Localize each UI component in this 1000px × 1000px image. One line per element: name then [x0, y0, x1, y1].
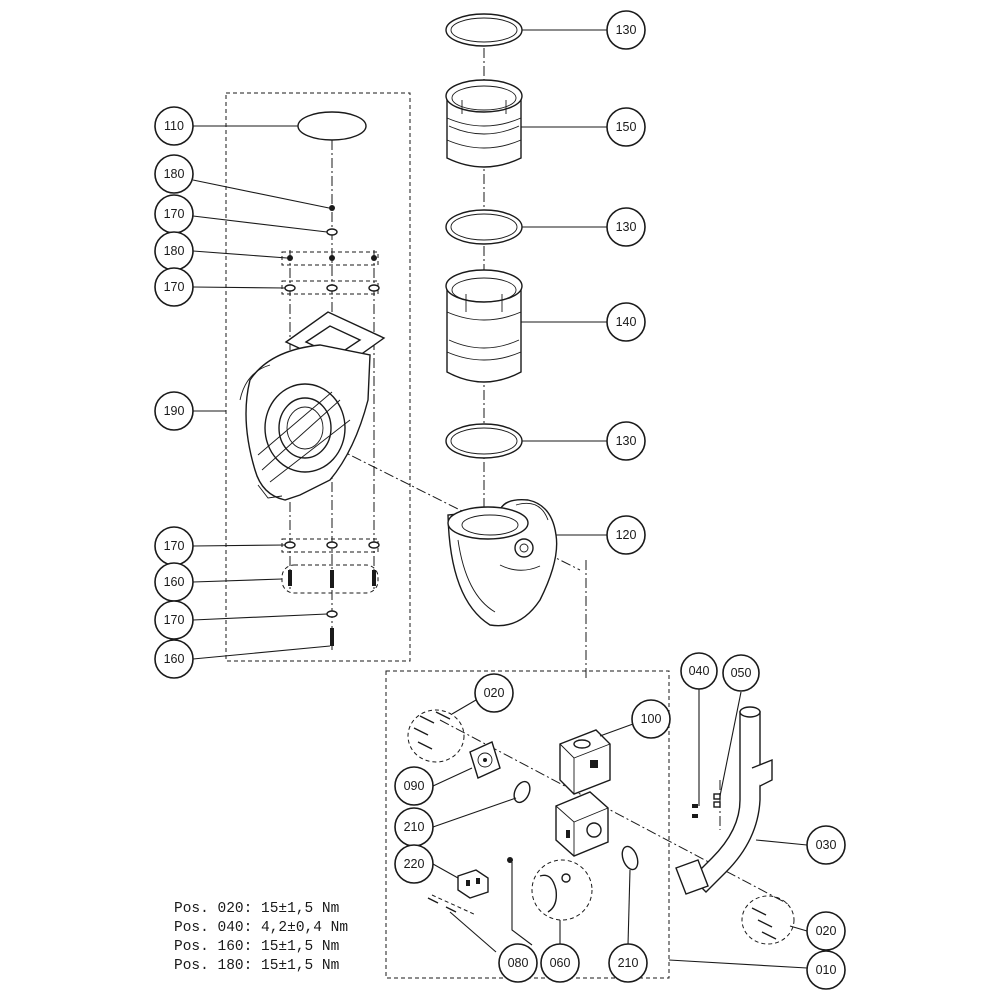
svg-text:010: 010 [816, 963, 837, 977]
svg-text:170: 170 [164, 280, 185, 294]
svg-text:170: 170 [164, 539, 185, 553]
svg-text:130: 130 [616, 220, 637, 234]
torque-spec-table: Pos. 020: 15±1,5 Nm Pos. 040: 4,2±0,4 Nm… [174, 901, 348, 974]
hardware-bottom-single [326, 610, 338, 646]
callout-170-top: 170 [154, 194, 194, 234]
hardware-upper-rows [281, 251, 380, 295]
svg-text:160: 160 [164, 652, 185, 666]
svg-text:210: 210 [618, 956, 639, 970]
svg-text:020: 020 [816, 924, 837, 938]
fan-assembly-group-box [225, 92, 411, 662]
callout-170-row-upper: 170 [154, 267, 194, 307]
hardware-lower-rows [281, 538, 380, 594]
callout-170-row-lower: 170 [154, 526, 194, 566]
flange-plate-090 [469, 741, 501, 779]
svg-text:140: 140 [616, 315, 637, 329]
svg-text:120: 120 [616, 528, 637, 542]
callout-010: 010 [806, 950, 846, 990]
callout-190: 190 [154, 391, 194, 431]
svg-text:160: 160 [164, 575, 185, 589]
o-ring-110 [297, 111, 367, 141]
torque-row-040: Pos. 040: 4,2±0,4 Nm [174, 920, 348, 936]
svg-text:030: 030 [816, 838, 837, 852]
callout-120: 120 [606, 515, 646, 555]
seal-ring-top [445, 13, 523, 47]
svg-text:170: 170 [164, 613, 185, 627]
control-box-100 [559, 729, 611, 795]
torque-row-160: Pos. 160: 15±1,5 Nm [174, 939, 339, 955]
seal-ring-middle [445, 209, 523, 245]
torque-row-020: Pos. 020: 15±1,5 Nm [174, 901, 339, 917]
seal-ring-lower [445, 423, 523, 459]
callout-020-right: 020 [806, 911, 846, 951]
callout-180-row: 180 [154, 231, 194, 271]
tube-section-140 [445, 269, 523, 383]
screw-group-020-right [741, 895, 795, 945]
gasket-ring-210-left [513, 780, 531, 804]
svg-text:040: 040 [689, 664, 710, 678]
callout-030: 030 [806, 825, 846, 865]
callout-160-row: 160 [154, 562, 194, 602]
callout-220: 220 [394, 844, 434, 884]
callout-180-top: 180 [154, 154, 194, 194]
callout-150: 150 [606, 107, 646, 147]
center-lines [289, 30, 791, 906]
svg-text:020: 020 [484, 686, 505, 700]
gasket-ring-210-right [621, 845, 639, 871]
svg-text:110: 110 [164, 119, 184, 133]
screw-080 [427, 857, 513, 916]
callout-210-right: 210 [608, 943, 648, 983]
callout-050: 050 [722, 654, 760, 692]
leader-lines [192, 29, 808, 969]
svg-text:170: 170 [164, 207, 185, 221]
svg-text:130: 130 [616, 434, 637, 448]
callout-090: 090 [394, 766, 434, 806]
electrode-060 [531, 859, 593, 921]
callout-130-middle: 130 [606, 207, 646, 247]
screw-group-020-left [407, 709, 465, 763]
callout-020-left: 020 [474, 673, 514, 713]
hardware-top-single [326, 205, 338, 236]
callout-100: 100 [631, 699, 671, 739]
svg-text:220: 220 [404, 857, 425, 871]
callout-060: 060 [540, 943, 580, 983]
callout-130-lower: 130 [606, 421, 646, 461]
connector-220 [457, 869, 489, 899]
svg-text:150: 150 [616, 120, 637, 134]
callout-170-bottom: 170 [154, 600, 194, 640]
callout-110: 110 [154, 106, 194, 146]
callout-130-top: 130 [606, 10, 646, 50]
svg-text:090: 090 [404, 779, 425, 793]
svg-text:180: 180 [164, 244, 185, 258]
valve-block [555, 791, 609, 857]
svg-text:060: 060 [550, 956, 571, 970]
tube-section-150 [445, 79, 523, 168]
burner-tube-030 [675, 706, 773, 895]
svg-text:050: 050 [731, 666, 752, 680]
callout-040: 040 [680, 652, 718, 690]
svg-text:130: 130 [616, 23, 637, 37]
hardware-040-050 [692, 793, 721, 818]
svg-text:190: 190 [164, 404, 185, 418]
torque-row-180: Pos. 180: 15±1,5 Nm [174, 958, 339, 974]
callout-140: 140 [606, 302, 646, 342]
svg-text:210: 210 [404, 820, 425, 834]
svg-text:180: 180 [164, 167, 185, 181]
elbow-housing-120 [447, 499, 558, 627]
svg-text:080: 080 [508, 956, 529, 970]
callout-080: 080 [498, 943, 538, 983]
callout-160-bottom: 160 [154, 639, 194, 679]
callout-210-left: 210 [394, 807, 434, 847]
svg-text:100: 100 [641, 712, 662, 726]
fan-housing-190 [239, 311, 386, 501]
